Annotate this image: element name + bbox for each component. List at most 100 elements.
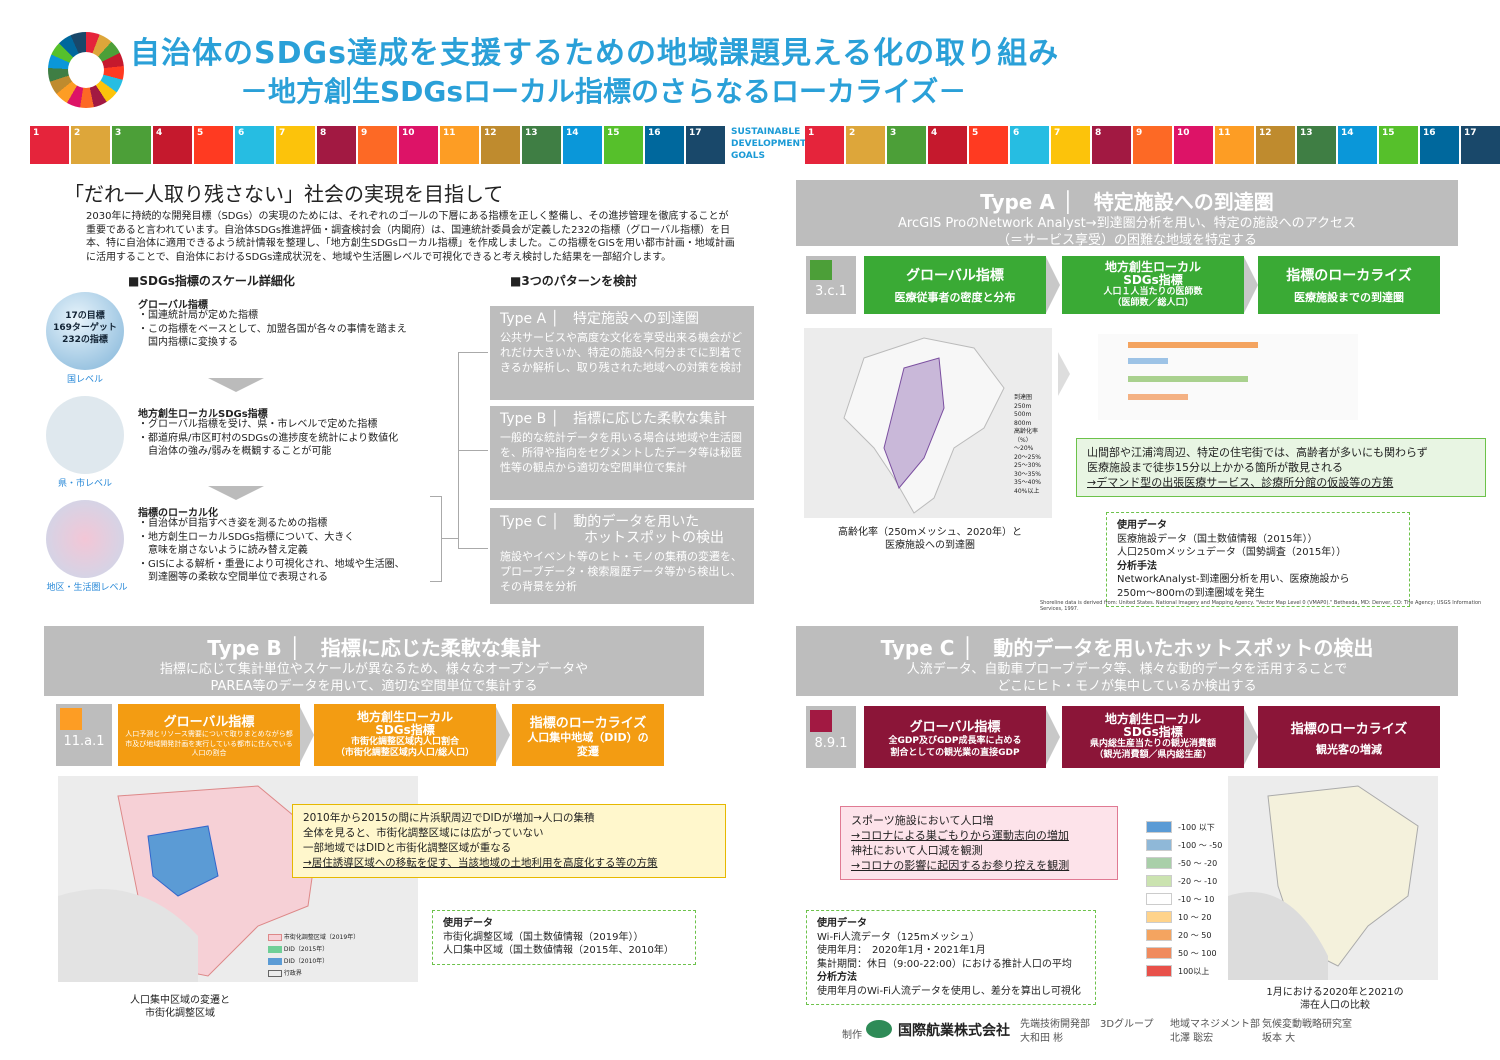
- legend-row: -100 以下: [1146, 818, 1222, 836]
- legend-label: -100 以下: [1178, 822, 1215, 832]
- indicator-code-box: 8.9.1: [806, 706, 856, 768]
- data-line: 市街化調整区域（国土数値情報（2019年））: [443, 931, 644, 943]
- type-b-map-caption: 人口集中区域の変遷と 市街化調整区域: [130, 995, 230, 1019]
- author-dept: 地域マネジメント部: [1170, 1019, 1260, 1030]
- step-title: グローバル指標: [906, 268, 1004, 284]
- type-a-map: 到達圏 250m 500m 800m 高齢化率（%） ～20% 20～25% 2…: [804, 328, 1052, 518]
- sdg-goal-2-icon: 2: [71, 126, 110, 164]
- legend-swatch: [1146, 857, 1172, 869]
- sdg11-icon: [60, 708, 82, 730]
- note-line: スポーツ施設において人口増: [851, 814, 994, 827]
- page-subtitle: －地方創生SDGsローカル指標のさらなるローカライズ－: [240, 75, 967, 108]
- sdg-goal-12-icon: 12: [481, 126, 520, 164]
- connector: [458, 352, 488, 353]
- sdg-goal-7-icon: 7: [276, 126, 315, 164]
- level-title: グローバル指標: [138, 300, 208, 311]
- page-title: 自治体のSDGs達成を支援するための地域課題見える化の取り組み: [130, 36, 1060, 71]
- legend-label: 10 ～ 20: [1178, 912, 1212, 922]
- sdg-logo-line: SUSTAINABLE: [731, 127, 801, 137]
- legend-item: ～20%: [1014, 445, 1034, 452]
- step-localize: 指標のローカライズ 医療施設までの到達圏: [1258, 256, 1440, 314]
- author-name: 大和田 彬: [1020, 1033, 1064, 1044]
- legend-item: 40%以上: [1014, 487, 1040, 495]
- type-a-header: Type A │ 特定施設への到達圏 ArcGIS ProのNetwork An…: [796, 180, 1458, 248]
- pattern-heading: ■3つのパターンを検討: [510, 274, 638, 288]
- pattern-box-type-c: Type C │ 動的データを用いた ホットスポットの検出 施設やイベント等のヒ…: [490, 508, 754, 604]
- legend-swatch: [268, 946, 282, 953]
- step-sub: 県内総生産当たりの観光消費額 （観光消費額／県内総生産）: [1089, 739, 1216, 760]
- connector: [458, 450, 488, 451]
- legend-label: 50 ～ 100: [1178, 948, 1217, 958]
- pattern-title: Type B │ 指標に応じた柔軟な集計: [500, 411, 728, 427]
- note-line: 山間部や江浦湾周辺、特定の住宅街では、高齢者が多いにも関わらず: [1087, 446, 1428, 459]
- level-title: 指標のローカル化: [138, 508, 218, 519]
- made-by-label: 制作: [842, 1030, 862, 1041]
- step-global: グローバル指標 全GDP及びGDP成長率に占める 割合としての観光業の直接GDP: [864, 706, 1046, 768]
- indicator-code-box: 11.a.1: [56, 704, 112, 766]
- type-b-sub: PAREA等のデータを用いて、適切な空間単位で集計する: [210, 679, 538, 694]
- step-title: グローバル指標: [909, 719, 1001, 735]
- data-title: 使用データ: [443, 918, 493, 929]
- bracket: [430, 496, 442, 582]
- sdg-goal-1-icon: 1: [805, 126, 844, 164]
- level-line: ・グローバル指標を受け、県・市レベルで定めた指標: [138, 419, 378, 430]
- legend-row: -50 ～ -20: [1146, 854, 1222, 872]
- indicator-code-box: 3.c.1: [806, 256, 856, 314]
- step-title: 指標のローカライズ: [529, 715, 647, 731]
- legend-swatch: [1146, 947, 1172, 959]
- legend-swatch: [1146, 965, 1172, 977]
- level-line: ・GISによる解析・重畳により可視化され、地域や生活圏、: [138, 558, 405, 570]
- legend-item: 35～40%: [1014, 479, 1041, 486]
- level-line: ・地方創生ローカルSDGs指標について、大きく: [138, 531, 355, 543]
- sdg-goal-12-icon: 12: [1256, 126, 1295, 164]
- level-desc: ・国連統計局が定めた指標 ・この指標をベースとして、加盟各国が各々の事情を踏まえ…: [138, 309, 407, 350]
- note-line: 一部地域ではDIDと市街化調整区域が重なる: [303, 842, 512, 854]
- legend-swatch: [1146, 893, 1172, 905]
- globe-line: 232の指標: [62, 335, 108, 345]
- step-arrow: [1244, 709, 1258, 765]
- sdg-goal-3-icon: 3: [887, 126, 926, 164]
- data-title: 使用データ: [817, 918, 867, 929]
- legend-row: 100以上: [1146, 962, 1222, 980]
- legend-item: DID（2010年）: [283, 958, 329, 965]
- level-caption: 国レベル: [66, 375, 103, 385]
- type-c-title: Type C │ 動的データを用いたホットスポットの検出: [880, 636, 1374, 660]
- type-a-note: 山間部や江浦湾周辺、特定の住宅街では、高齢者が多いにも関わらず 医療施設まで徒歩…: [1076, 438, 1486, 497]
- type-c-data-box: 使用データ Wi-Fi人流データ（125mメッシュ） 使用年月： 2020年1月…: [806, 910, 1096, 1005]
- data-line: 医療施設データ（国土数値情報（2015年））: [1117, 533, 1318, 545]
- legend-swatch: [268, 934, 282, 941]
- legend-item: 800m: [1014, 419, 1032, 427]
- sdg-goal-17-icon: 17: [1461, 126, 1500, 164]
- type-a-sub: （＝サービス享受）の困難な地域を特定する: [996, 233, 1257, 248]
- legend-label: -20 ～ -10: [1178, 876, 1218, 886]
- legend-item: 高齢化率（%）: [1014, 428, 1039, 444]
- step-localize: 指標のローカライズ 観光客の増減: [1258, 706, 1440, 768]
- author-dept: 気候変動戦略研究室: [1262, 1019, 1352, 1030]
- type-b-map: [58, 776, 418, 982]
- type-b-note: 2010年から2015の間に片浜駅周辺でDIDが増加→人口の集積 全体を見ると、…: [292, 804, 726, 878]
- type-a-map-caption: 高齢化率（250mメッシュ、2020年）と 医療施設への到達圏: [837, 527, 1023, 551]
- pattern-box-type-b: Type B │ 指標に応じた柔軟な集計 一般的な統計データを用いる場合は地域や…: [490, 406, 754, 500]
- note-line: 医療施設まで徒歩15分以上かかる箇所が散見される: [1087, 461, 1343, 474]
- sdg8-icon: [810, 710, 832, 732]
- globe-image: 17の目標 169ターゲット 232の指標: [46, 292, 124, 370]
- level-line: 自治体の強み/弱みを概観することが可能: [138, 446, 332, 457]
- pattern-text: 一般的な統計データを用いる場合は地域や生活圏を、所得や指向をセグメントしたデータ…: [500, 431, 742, 474]
- level-line: 意味を崩さないように読み替え定義: [138, 545, 308, 556]
- bar-chart-image: [1098, 334, 1358, 420]
- author-name: 坂本 大: [1262, 1033, 1296, 1044]
- sdg-goal-4-icon: 4: [153, 126, 192, 164]
- sdg-goal-1-icon: 1: [30, 126, 69, 164]
- level-title: 地方創生ローカルSDGs指標: [138, 409, 268, 420]
- step-title: 指標のローカライズ: [1286, 268, 1412, 284]
- sdg-goal-6-icon: 6: [1010, 126, 1049, 164]
- legend-swatch: [1146, 911, 1172, 923]
- step-sub: 人口予測とリソース需要について取りまとめながら都市及び地域開発計画を実行している…: [125, 730, 293, 758]
- sdg-goal-13-icon: 13: [522, 126, 561, 164]
- type-b-title: Type B │ 指標に応じた柔軟な集計: [207, 636, 541, 660]
- legend-item: 30～35%: [1014, 470, 1041, 478]
- sdg-goal-14-icon: 14: [563, 126, 602, 164]
- legend-label: 100以上: [1178, 966, 1210, 976]
- legend-swatch: [1146, 875, 1172, 887]
